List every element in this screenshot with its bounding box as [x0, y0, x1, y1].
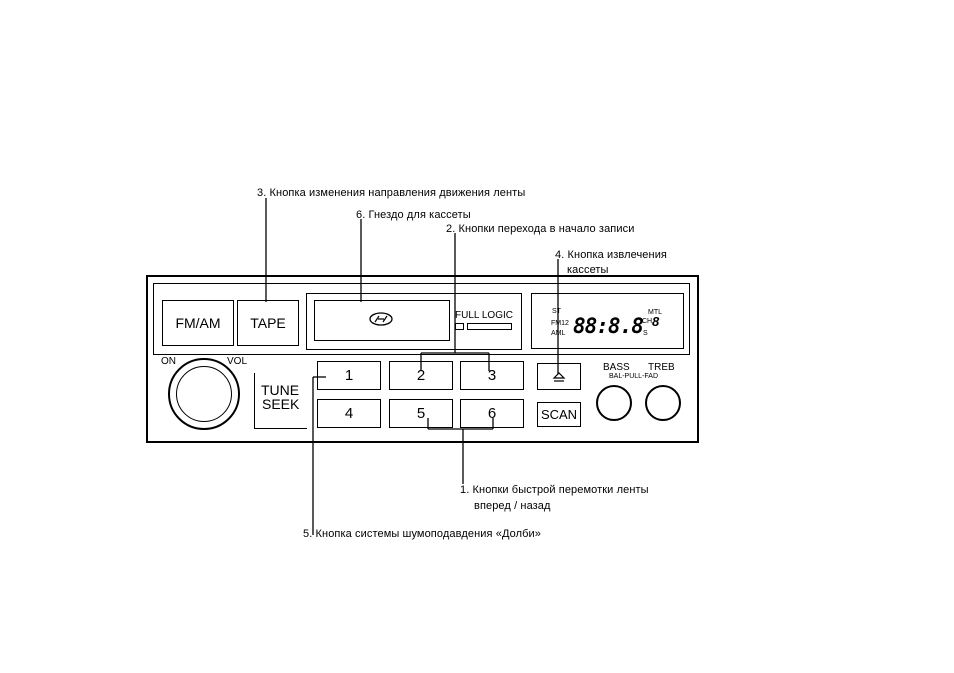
bass-knob[interactable] — [596, 385, 632, 421]
tape-button[interactable]: TAPE — [237, 300, 299, 346]
eject-button[interactable] — [537, 363, 581, 390]
scan-button[interactable]: SCAN — [537, 402, 581, 427]
bass-label: BASS — [603, 362, 630, 373]
preset-button-3[interactable]: 3 — [460, 361, 524, 390]
brand-logo-icon — [369, 312, 393, 326]
preset-button-5[interactable]: 5 — [389, 399, 453, 428]
preset-button-1[interactable]: 1 — [317, 361, 381, 390]
tune-label: TUNE — [261, 382, 300, 398]
display-s: S — [643, 330, 648, 337]
eject-icon — [552, 371, 566, 382]
vol-label: VOL — [227, 356, 248, 367]
treble-knob[interactable] — [645, 385, 681, 421]
preset-button-4[interactable]: 4 — [317, 399, 381, 428]
volume-knob-inner — [176, 366, 232, 422]
seek-label: SEEK — [262, 396, 300, 412]
preset-button-2[interactable]: 2 — [389, 361, 453, 390]
display-mtl: MTL — [648, 309, 662, 316]
on-label: ON — [161, 356, 176, 367]
tune-seek-rocker[interactable] — [254, 373, 307, 429]
lcd-display — [531, 293, 684, 349]
treb-label: TREB — [648, 362, 675, 373]
callout-tape-direction: 3. Кнопка изменения направления движения… — [257, 187, 526, 199]
full-logic-label: FULL LOGIC — [455, 310, 513, 321]
display-digits: 88:8.8 — [573, 314, 644, 338]
display-fm12: FM12 — [551, 320, 569, 327]
callout-eject-line2: кассеты — [567, 264, 609, 276]
fm-am-button[interactable]: FM/AM — [162, 300, 234, 346]
callout-dolby: 5. Кнопка системы шумоподавдения «Долби» — [303, 528, 542, 540]
callout-fast-forward-line1: 1. Кнопки быстрой перемотки ленты — [460, 484, 649, 496]
preset-button-6[interactable]: 6 — [460, 399, 524, 428]
callout-eject-line1: 4. Кнопка извлечения — [555, 249, 667, 261]
callout-fast-forward-line2: вперед / назад — [474, 500, 551, 512]
bal-fad-label: BAL-PULL-FAD — [609, 373, 659, 380]
callout-cassette-slot: 6. Гнездо для кассеты — [356, 209, 471, 221]
dolby-strip — [467, 323, 512, 330]
display-ch-digit: 8 — [652, 314, 660, 329]
callout-track-seek: 2. Кнопки перехода в начало записи — [446, 223, 635, 235]
display-st: ST — [552, 308, 561, 315]
display-ch: CH — [642, 318, 653, 325]
